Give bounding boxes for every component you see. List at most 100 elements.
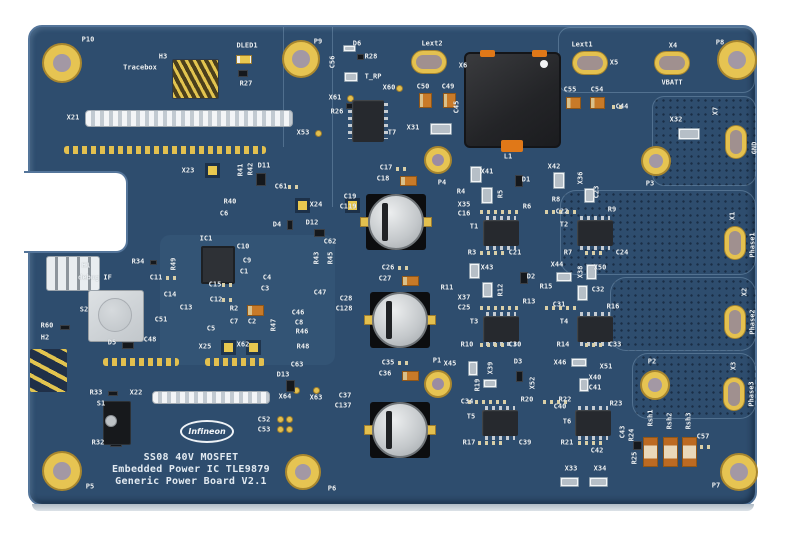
silkscreen-label: X52 [528,376,537,390]
silkscreen-label: C57 [696,432,710,441]
tracebox-header [172,59,219,99]
silkscreen-label: C35 [381,358,395,367]
silkscreen-label: C128 [335,304,353,313]
via [315,130,322,137]
silkscreen-label: X50 [593,263,607,272]
board-notch-cutout [24,171,128,253]
silkscreen-label: R46 [295,327,309,336]
title-line-2: Embedded Power IC TLE9879 [111,464,270,475]
silkscreen-label: C137 [334,401,352,410]
connector-pad-center [416,55,442,69]
silkscreen-label: C39 [518,438,532,447]
silkscreen-label: H3 [158,52,168,61]
tantalum-capacitor [419,93,432,108]
silkscreen-label: X25 [198,342,212,351]
silkscreen-label: R24 [627,428,636,442]
silkscreen-label: C44 [615,102,629,111]
passive-row [545,210,580,214]
silkscreen-label: Rsh2 [665,412,674,430]
connector-pad-center [728,382,740,406]
silkscreen-label: X7 [711,106,720,116]
mounting-pad-hole [53,54,71,72]
smd-black-part [122,342,134,349]
silkscreen-label: R11 [440,283,454,292]
tantalum-capacitor [402,371,419,381]
electrolytic-capacitor [372,402,428,458]
silkscreen-label: C4 [262,273,272,282]
silkscreen-label: Phase3 [747,381,756,407]
silkscreen-label: R21 [560,438,574,447]
silkscreen-label: X32 [669,115,683,124]
silkscreen-label: C28 [339,294,353,303]
via [313,387,320,394]
via-row [103,358,179,366]
smd-black-part [286,380,295,392]
silkscreen-label: P7 [711,481,721,490]
silkscreen-label: C37 [338,391,352,400]
silkscreen-label: C55 [563,85,577,94]
silkscreen-label: R13 [522,297,536,306]
silkscreen-label: C25 [457,303,471,312]
silkscreen-label: Phase1 [748,232,757,258]
silkscreen-label: C6 [219,209,229,218]
silkscreen-label: C14 [163,290,177,299]
silkscreen-label: P9 [313,37,323,46]
smd-black-part [238,70,248,77]
smd-white-part-center [579,287,586,299]
silkscreen-label: R8 [551,195,561,204]
chip-pins [486,312,516,316]
silkscreen-label: C34 [460,397,474,406]
smd-black-part [287,220,293,230]
inductor-tab [501,140,523,152]
silkscreen-label: X62 [236,340,250,349]
qfn-chip [201,246,235,284]
silkscreen-label: X1 [728,211,737,221]
via [286,426,293,433]
silkscreen-label: X61 [328,93,342,102]
smd-white-part-center [432,125,450,133]
chip-pins [486,216,516,220]
silkscreen-label: C56 [328,55,337,69]
silkscreen-label: C40 [553,402,567,411]
capacitor-stripe [386,411,392,449]
copper-region [560,190,756,275]
silkscreen-label: X45 [443,359,457,368]
smd-white-part-center [471,265,478,277]
silkscreen-label: C52 [257,415,271,424]
silkscreen-label: X31 [406,123,420,132]
mounting-pad-hole [432,378,444,390]
silkscreen-label: C62 [323,237,337,246]
silkscreen-label: IC1 [199,234,213,243]
silkscreen-label: Lext2 [421,39,443,48]
silkscreen-label: C50 [416,82,430,91]
chip-pins [578,406,608,410]
silkscreen-label: C119 [339,202,357,211]
silkscreen-label: P1 [432,356,442,365]
pin-header [152,391,270,404]
smd-black-part [357,54,364,60]
via [347,95,354,102]
silkscreen-label: C54 [590,85,604,94]
silkscreen-label: C32 [591,285,605,294]
region-line [332,27,333,207]
mounting-pad [282,40,320,78]
silkscreen-label: Rsh3 [684,412,693,430]
board-title: SS08 40V MOSFET Embedded Power IC TLE987… [60,452,322,488]
smd-black-part [150,260,157,265]
silkscreen-label: R20 [520,395,534,404]
silkscreen-label: C53 [257,425,271,434]
passive-row [543,400,571,404]
silkscreen-label: H1 [81,261,91,270]
chip-pins [580,312,610,316]
smd-chip [483,220,519,246]
silkscreen-label: X36 [576,171,585,185]
silkscreen-label: D5 [107,338,117,347]
passive-row [480,306,522,310]
silkscreen-label: C17 [379,163,393,172]
silkscreen-label: C43 [618,425,627,439]
silkscreen-label: Lext1 [571,40,593,49]
silkscreen-label: R12 [496,283,505,297]
electrolytic-capacitor [372,292,428,348]
smd-black-part [314,229,325,237]
silkscreen-label: X2 [740,287,749,297]
